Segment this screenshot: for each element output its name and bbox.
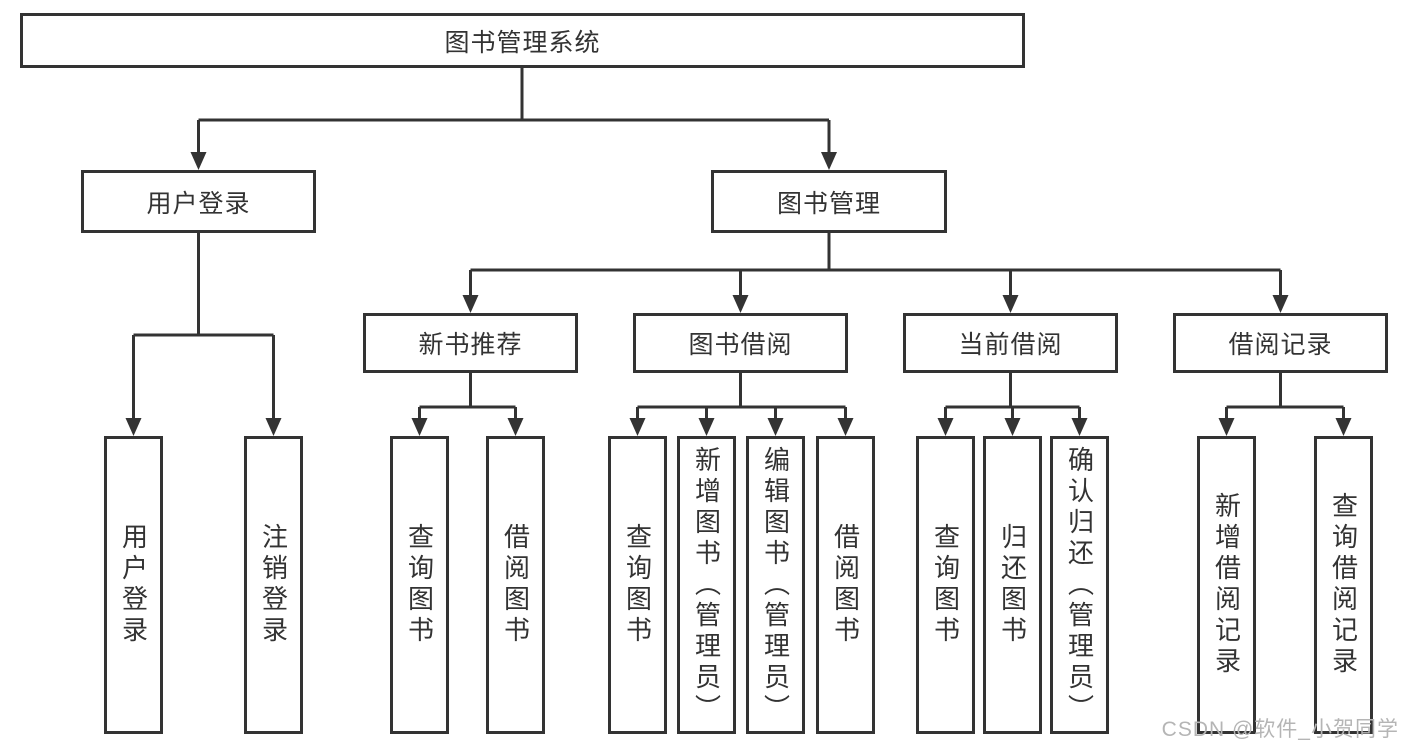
leaf-confirm-return-admin: 确认归还（管理员） <box>1050 436 1109 734</box>
leaf-query-books-borrow-label: 查询图书 <box>622 523 653 647</box>
node-book-mgmt: 图书管理 <box>711 170 947 233</box>
leaf-confirm-return-admin-label: 确认归还（管理员） <box>1064 445 1095 725</box>
leaf-add-borrow-record-label: 新增借阅记录 <box>1211 492 1242 678</box>
leaf-return-book: 归还图书 <box>983 436 1042 734</box>
leaf-query-books-current-label: 查询图书 <box>930 523 961 647</box>
node-current-borrow: 当前借阅 <box>903 313 1118 373</box>
node-book-borrow-label: 图书借阅 <box>688 331 793 359</box>
node-user-login: 用户登录 <box>81 170 316 233</box>
node-root-system: 图书管理系统 <box>20 13 1025 68</box>
leaf-user-login: 用户登录 <box>104 436 163 734</box>
node-borrow-records-label: 借阅记录 <box>1228 331 1333 359</box>
leaf-return-book-label: 归还图书 <box>997 523 1028 647</box>
node-book-mgmt-label: 图书管理 <box>776 189 881 218</box>
watermark-text: CSDN @软件_小贺同学 <box>1161 718 1399 741</box>
node-book-borrow: 图书借阅 <box>633 313 848 373</box>
leaf-query-borrow-record-label: 查询借阅记录 <box>1328 492 1359 678</box>
leaf-add-borrow-record: 新增借阅记录 <box>1197 436 1256 734</box>
leaf-logout-label: 注销登录 <box>258 523 289 647</box>
node-new-book-rec: 新书推荐 <box>363 313 578 373</box>
node-new-book-rec-label: 新书推荐 <box>418 331 523 359</box>
node-user-login-label: 用户登录 <box>146 189 251 218</box>
leaf-query-books-current: 查询图书 <box>916 436 975 734</box>
leaf-query-books-new: 查询图书 <box>390 436 449 734</box>
connector-arrows <box>125 120 1352 436</box>
leaf-borrow-books-new-label: 借阅图书 <box>500 523 531 647</box>
leaf-borrow-books-new: 借阅图书 <box>486 436 545 734</box>
node-current-borrow-label: 当前借阅 <box>958 331 1063 359</box>
leaf-edit-book-admin-label: 编辑图书（管理员） <box>760 445 791 725</box>
node-borrow-records: 借阅记录 <box>1173 313 1388 373</box>
connector-tree-lines <box>133 68 1344 409</box>
leaf-add-book-admin: 新增图书（管理员） <box>677 436 736 734</box>
leaf-query-books-new-label: 查询图书 <box>404 523 435 647</box>
leaf-query-books-borrow: 查询图书 <box>608 436 667 734</box>
leaf-user-login-label: 用户登录 <box>118 523 149 647</box>
leaf-borrow-books-borrow: 借阅图书 <box>816 436 875 734</box>
leaf-logout: 注销登录 <box>244 436 303 734</box>
leaf-query-borrow-record: 查询借阅记录 <box>1314 436 1373 734</box>
node-root-system-label: 图书管理系统 <box>444 28 601 57</box>
leaf-add-book-admin-label: 新增图书（管理员） <box>691 445 722 725</box>
leaf-edit-book-admin: 编辑图书（管理员） <box>746 436 805 734</box>
leaf-borrow-books-borrow-label: 借阅图书 <box>830 523 861 647</box>
